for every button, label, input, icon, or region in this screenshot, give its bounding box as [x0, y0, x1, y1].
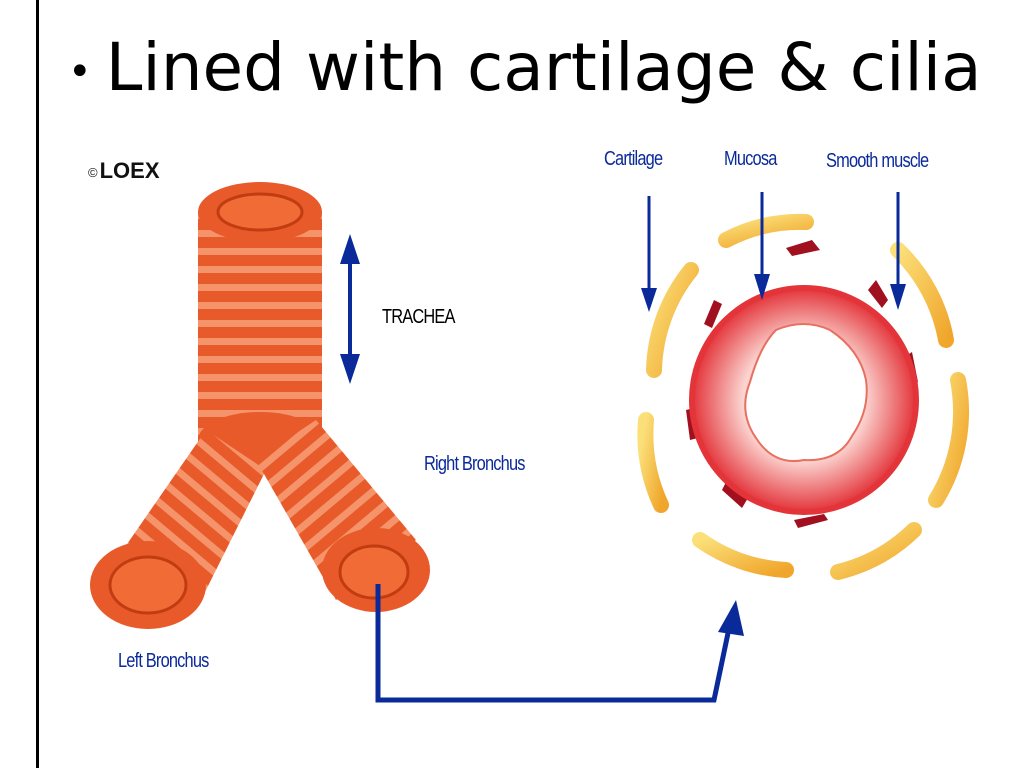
cross-section-connector-arrow	[375, 584, 744, 703]
left-bronchus-tube	[90, 430, 266, 629]
diagram-graphic	[90, 182, 970, 703]
mucosa-pointer-arrow	[754, 192, 770, 300]
slide-title: • Lined with cartilage & cilia	[68, 28, 982, 112]
cartilage-pointer-arrow	[641, 196, 657, 312]
trachea-tube	[198, 182, 322, 468]
bronchus-cross-section	[637, 192, 970, 580]
mucosa-layer	[689, 285, 919, 515]
loex-copyright-logo: ©LOEX	[88, 158, 160, 183]
cartilage-label: Cartilage	[604, 148, 663, 170]
mucosa-label: Mucosa	[724, 148, 777, 170]
trachea-label: TRACHEA	[382, 306, 455, 328]
title-text: Lined with cartilage & cilia	[105, 29, 982, 106]
bullet-point: •	[68, 48, 92, 95]
airway-diagram: ©LOEX TRACHEA Right Bronchus Left Bronch…	[86, 140, 998, 722]
cartilage-ring	[637, 213, 970, 580]
right-bronchus-tube	[256, 420, 430, 612]
smooth-muscle-label: Smooth muscle	[826, 150, 929, 172]
left-bronchus-label: Left Bronchus	[118, 650, 209, 672]
slide-left-border	[36, 0, 39, 768]
right-bronchus-label: Right Bronchus	[424, 453, 525, 475]
trachea-length-arrow	[340, 234, 360, 384]
smooth-muscle-pointer-arrow	[890, 192, 906, 310]
